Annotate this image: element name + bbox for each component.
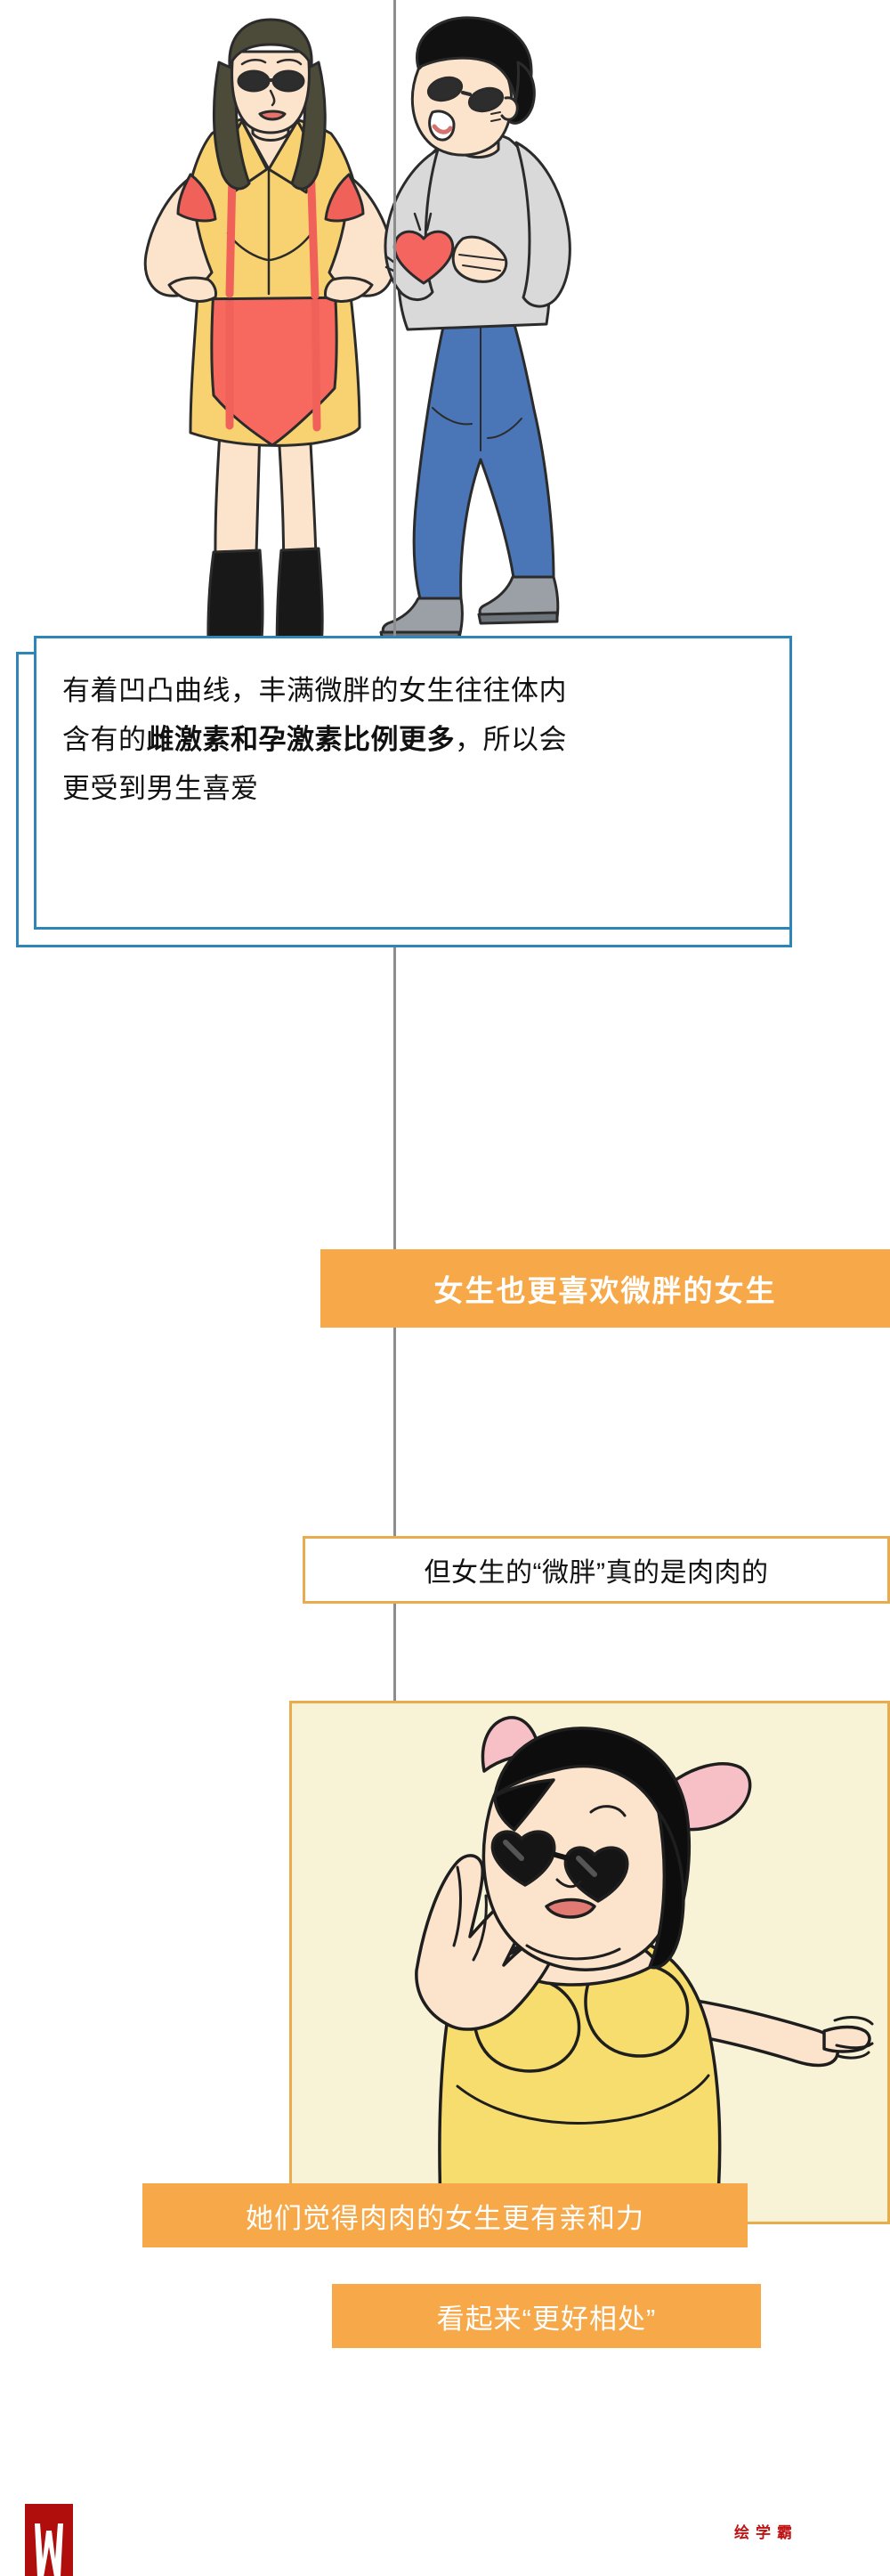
huixueba-w-logo bbox=[25, 2504, 73, 2576]
approachable-label: 她们觉得肉肉的女生更有亲和力 bbox=[246, 2202, 644, 2234]
easier-to-get-along-label: 看起来“更好相处” bbox=[436, 2303, 657, 2335]
easier-to-get-along-band: 看起来“更好相处” bbox=[332, 2284, 761, 2348]
chubby-girl-panel bbox=[289, 1701, 890, 2224]
girls-prefer-chubby-band: 女生也更喜欢微胖的女生 bbox=[320, 1249, 890, 1328]
sunglasses-icon bbox=[237, 69, 305, 93]
man-figure bbox=[379, 16, 571, 643]
top-illustration bbox=[0, 0, 890, 703]
hormone-info-line-1: 有着凹凸曲线，丰满微胖的女生往往体内 bbox=[62, 675, 567, 706]
sunglasses-icon bbox=[426, 76, 505, 113]
connector-spine-lower bbox=[393, 1328, 396, 1540]
connector-spine-middle bbox=[393, 947, 396, 1252]
brand-name: 绘学霸 bbox=[734, 2524, 798, 2541]
hormone-info-line-2: 含有的雌激素和孕激素比例更多，所以会 bbox=[62, 715, 774, 764]
chubby-definition-caption: 但女生的“微胖”真的是肉肉的 bbox=[303, 1536, 890, 1604]
hormone-line2-bold: 雌激素和孕激素比例更多 bbox=[146, 724, 455, 755]
hormone-line2-suffix: ，所以会 bbox=[455, 724, 567, 755]
heart-icon bbox=[392, 230, 455, 285]
connector-spine-bottom bbox=[393, 1604, 396, 1703]
heart-sunglasses-icon bbox=[490, 1830, 629, 1903]
girls-prefer-chubby-label: 女生也更喜欢微胖的女生 bbox=[433, 1274, 777, 1307]
hormone-info-text: 有着凹凸曲线，丰满微胖的女生往往体内 含有的雌激素和孕激素比例更多，所以会 更受… bbox=[62, 666, 774, 813]
chubby-definition-label: 但女生的“微胖”真的是肉肉的 bbox=[424, 1558, 769, 1588]
connector-spine-top bbox=[393, 0, 396, 659]
hormone-info-line-3: 更受到男生喜爱 bbox=[62, 773, 259, 804]
hormone-line2-prefix: 含有的 bbox=[62, 724, 147, 755]
hormone-info-box bbox=[34, 636, 792, 930]
approachable-band: 她们觉得肉肉的女生更有亲和力 bbox=[142, 2183, 748, 2247]
